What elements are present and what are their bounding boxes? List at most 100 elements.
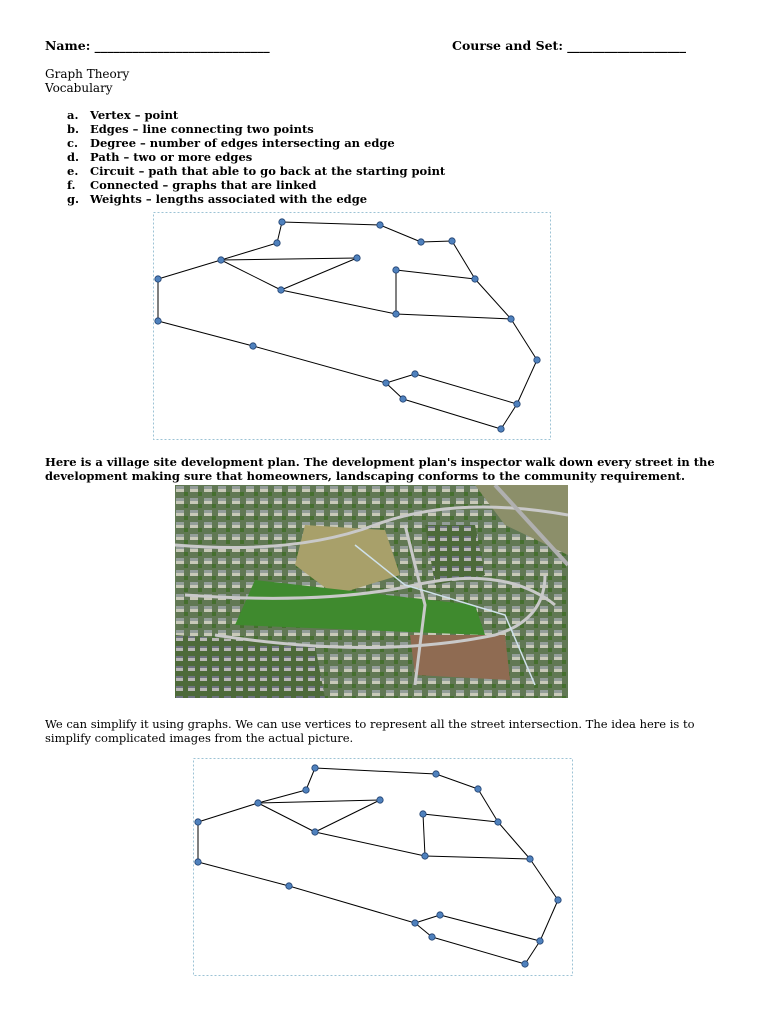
graph-edge <box>197 802 259 823</box>
graph-vertex <box>376 796 384 804</box>
graph-vertex <box>436 911 444 919</box>
title-vocabulary: Vocabulary <box>45 81 113 95</box>
vocab-item: a. Vertex – point <box>67 108 445 122</box>
vocab-item: g.Weights – lengths associated with the … <box>67 192 445 206</box>
graph-edge <box>414 922 433 938</box>
vocab-text: Degree – number of edges intersecting an… <box>90 136 395 150</box>
graph-edge <box>414 914 441 924</box>
graph-vertex <box>376 221 384 229</box>
graph-vertex <box>494 818 502 826</box>
vocab-letter: d. <box>67 150 80 164</box>
graph-edge <box>420 240 453 243</box>
graph-vertex <box>273 239 281 247</box>
graph-edge <box>414 373 518 405</box>
street-graph-diagram-1 <box>153 212 551 440</box>
graph-edge <box>385 373 416 384</box>
graph-vertex <box>254 799 262 807</box>
graph-edge <box>257 789 307 804</box>
vocab-text: Path – two or more edges <box>90 150 253 164</box>
vocabulary-list: a. Vertex – point b. Edges – line connecti… <box>67 108 445 206</box>
vocab-text: Vertex – point <box>90 108 179 122</box>
graph-vertex <box>392 266 400 274</box>
aerial-subdivision-photo <box>174 483 570 698</box>
graph-svg <box>153 212 551 440</box>
vocab-letter: b. <box>67 122 80 136</box>
graph-edge <box>516 359 538 405</box>
graph-vertex <box>194 858 202 866</box>
graph-edge <box>385 382 404 400</box>
graph-vertex <box>311 828 319 836</box>
vocab-item: d. Path – two or more edges <box>67 150 445 164</box>
graph-vertex <box>533 356 541 364</box>
graph-vertex <box>194 818 202 826</box>
vocab-letter: e. <box>67 164 79 178</box>
graph-edge <box>529 858 559 901</box>
graph-vertex <box>448 237 456 245</box>
course-set-field-label: Course and Set: ___________________ <box>452 38 687 53</box>
graph-edge <box>197 861 290 887</box>
graph-vertex <box>497 425 505 433</box>
vocab-item: f. Connected – graphs that are linked <box>67 178 445 192</box>
graph-edge <box>424 855 531 860</box>
graph-edge <box>477 788 499 823</box>
graph-edge <box>220 242 278 261</box>
vocab-letter: f. <box>67 178 76 192</box>
vocab-item: c. Degree – number of edges intersecting … <box>67 136 445 150</box>
graph-vertex <box>513 400 521 408</box>
title-graph-theory: Graph Theory <box>45 67 130 81</box>
graph-vertex <box>249 342 257 350</box>
graph-edge <box>220 257 358 261</box>
graph-edge <box>314 767 437 775</box>
simplify-paragraph: We can simplify it using graphs. We can … <box>45 717 695 745</box>
vocab-letter: a. <box>67 108 79 122</box>
graph-edge <box>422 813 499 823</box>
vocab-text: Connected – graphs that are linked <box>90 178 317 192</box>
graph-vertex <box>277 286 285 294</box>
graph-vertex <box>471 275 479 283</box>
graph-vertex <box>154 317 162 325</box>
graph-edge <box>524 940 541 965</box>
graph-edge <box>379 224 422 243</box>
graph-edge <box>280 289 397 315</box>
graph-vertex <box>353 254 361 262</box>
graph-edge <box>395 313 512 320</box>
graph-vertex <box>554 896 562 904</box>
graph-svg <box>193 758 573 976</box>
graph-vertex <box>526 855 534 863</box>
site-plan-paragraph: Here is a village site development plan.… <box>45 455 715 483</box>
vocab-letter: g. <box>67 192 80 206</box>
graph-edge <box>474 278 512 320</box>
graph-vertex <box>217 256 225 264</box>
graph-vertex <box>419 810 427 818</box>
street-graph-diagram-2 <box>193 758 573 976</box>
graph-edge <box>539 899 559 942</box>
graph-vertex <box>285 882 293 890</box>
graph-edge <box>510 318 538 361</box>
graph-vertex <box>428 933 436 941</box>
graph-edge <box>439 914 541 942</box>
graph-vertex <box>417 238 425 246</box>
section-title: Graph Theory Vocabulary <box>45 67 129 95</box>
graph-vertex <box>382 379 390 387</box>
aerial-photo-svg <box>174 483 570 698</box>
vocab-item: e. Circuit – path that able to go back at… <box>67 164 445 178</box>
graph-vertex <box>421 852 429 860</box>
graph-edge <box>435 773 479 790</box>
graph-edge <box>314 831 426 857</box>
graph-edge <box>220 259 282 291</box>
graph-edge <box>281 221 381 226</box>
graph-edge <box>257 799 381 804</box>
vocab-letter: c. <box>67 136 79 150</box>
vocab-text: Circuit – path that able to go back at t… <box>90 164 446 178</box>
graph-edge <box>252 345 387 384</box>
vocab-text: Edges – line connecting two points <box>90 122 314 136</box>
graph-edge <box>157 320 254 347</box>
graph-frame <box>193 758 573 976</box>
graph-edge <box>280 257 358 291</box>
graph-edge <box>500 403 518 430</box>
graph-edge <box>402 398 502 430</box>
graph-frame <box>153 212 551 440</box>
graph-edge <box>451 240 476 280</box>
graph-vertex <box>507 315 515 323</box>
graph-vertex <box>536 937 544 945</box>
